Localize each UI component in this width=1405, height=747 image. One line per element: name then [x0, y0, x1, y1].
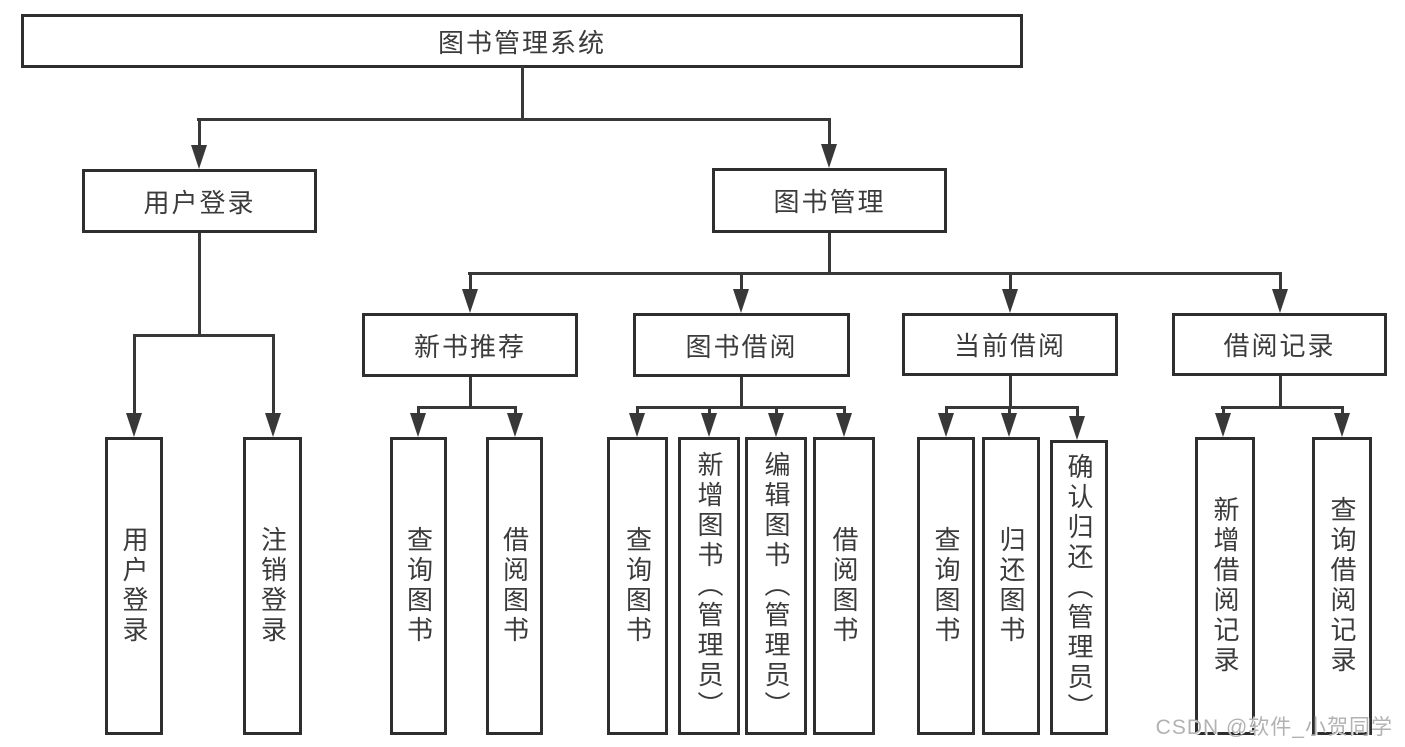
- node-label: 当前借阅: [953, 331, 1066, 361]
- connector-line: [635, 407, 639, 417]
- connector-line: [468, 273, 472, 293]
- arrow-down-icon: [1001, 413, 1017, 437]
- node-label: 图书管理: [773, 187, 886, 217]
- node-leaf-br-query: 查询借阅记录: [1312, 437, 1372, 735]
- node-leaf-bb-edit: 编辑图书（管理员）: [745, 437, 807, 735]
- connector-line: [468, 377, 472, 409]
- connector-line: [417, 405, 517, 409]
- node-label: 查询借阅记录: [1327, 496, 1357, 676]
- connector-line: [133, 333, 275, 337]
- connector-line: [1007, 407, 1011, 417]
- arrow-down-icon: [1272, 289, 1288, 313]
- connector-line: [1221, 405, 1344, 409]
- node-book-borrow: 图书借阅: [633, 313, 850, 377]
- arrow-down-icon: [1002, 289, 1018, 313]
- node-label: 查询图书: [931, 526, 961, 646]
- node-leaf-cb-query: 查询图书: [917, 437, 975, 735]
- node-label: 归还图书: [996, 526, 1026, 646]
- node-user-login: 用户登录: [82, 169, 317, 233]
- arrow-down-icon: [836, 413, 852, 437]
- csdn-watermark: CSDN @软件_小贺同学: [1155, 716, 1393, 739]
- connector-line: [945, 405, 1079, 409]
- node-root: 图书管理系统: [21, 14, 1023, 68]
- connector-line: [1008, 376, 1012, 409]
- arrow-down-icon: [1215, 413, 1231, 437]
- arrow-down-icon: [462, 289, 478, 313]
- node-book-mgmt: 图书管理: [712, 168, 947, 233]
- connector-line: [1008, 273, 1012, 293]
- connector-line: [197, 119, 201, 149]
- node-borrow-records: 借阅记录: [1172, 313, 1387, 376]
- connector-line: [1075, 407, 1079, 420]
- connector-line: [416, 407, 420, 417]
- node-leaf-bb-query: 查询图书: [607, 437, 668, 735]
- arrow-down-icon: [701, 413, 717, 437]
- node-label: 用户登录: [143, 187, 256, 218]
- connector-line: [520, 66, 524, 121]
- connector-line: [1278, 376, 1282, 409]
- arrow-down-icon: [126, 413, 142, 437]
- connector-line: [739, 377, 743, 409]
- connector-line: [197, 233, 201, 337]
- connector-line: [707, 407, 711, 417]
- connector-line: [739, 273, 743, 293]
- node-new-books: 新书推荐: [362, 313, 578, 377]
- node-leaf-nb-borrow: 借阅图书: [486, 437, 543, 735]
- node-leaf-login: 用户登录: [105, 437, 163, 735]
- node-label: 新书推荐: [413, 331, 526, 362]
- node-label: 借阅记录: [1223, 331, 1336, 361]
- arrow-down-icon: [507, 413, 523, 437]
- arrow-down-icon: [1334, 413, 1350, 437]
- node-label: 编辑图书（管理员）: [761, 451, 791, 721]
- node-leaf-bb-add: 新增图书（管理员）: [678, 437, 740, 735]
- node-label: 新增借阅记录: [1210, 496, 1240, 676]
- connector-line: [1340, 407, 1344, 417]
- node-label: 借阅图书: [829, 526, 859, 646]
- arrow-down-icon: [768, 413, 784, 437]
- node-leaf-bb-borrow: 借阅图书: [813, 437, 875, 735]
- node-label: 图书借阅: [685, 331, 798, 362]
- connector-line: [1278, 273, 1282, 293]
- node-leaf-cb-confirm: 确认归还（管理员）: [1050, 440, 1108, 735]
- node-current-borrow: 当前借阅: [902, 313, 1118, 376]
- arrow-down-icon: [265, 413, 281, 437]
- connector-line: [468, 271, 1282, 275]
- node-leaf-cb-return: 归还图书: [982, 437, 1040, 735]
- node-label: 查询图书: [403, 526, 434, 646]
- arrow-down-icon: [733, 289, 749, 313]
- node-label: 确认归还（管理员）: [1064, 452, 1094, 723]
- node-leaf-nb-query: 查询图书: [390, 437, 447, 735]
- node-leaf-logout: 注销登录: [243, 437, 302, 735]
- connector-line: [513, 407, 517, 417]
- connector-line: [636, 405, 846, 409]
- arrow-down-icon: [629, 413, 645, 437]
- arrow-down-icon: [938, 413, 954, 437]
- connector-line: [774, 407, 778, 417]
- arrow-down-icon: [191, 145, 207, 169]
- connector-line: [827, 119, 831, 148]
- node-label: 用户登录: [119, 526, 149, 646]
- connector-line: [132, 335, 136, 417]
- node-label: 借阅图书: [499, 526, 530, 646]
- connector-line: [842, 407, 846, 417]
- node-label: 查询图书: [622, 526, 653, 646]
- node-label: 图书管理系统: [437, 27, 606, 58]
- arrow-down-icon: [821, 144, 837, 168]
- connector-line: [827, 233, 831, 275]
- connector-line: [197, 117, 831, 121]
- node-label: 注销登录: [257, 526, 288, 646]
- connector-line: [271, 335, 275, 417]
- node-leaf-br-add: 新增借阅记录: [1195, 437, 1255, 735]
- connector-line: [1221, 407, 1225, 417]
- arrow-down-icon: [410, 413, 426, 437]
- connector-line: [944, 407, 948, 417]
- node-label: 新增图书（管理员）: [694, 451, 724, 721]
- arrow-down-icon: [1069, 416, 1085, 440]
